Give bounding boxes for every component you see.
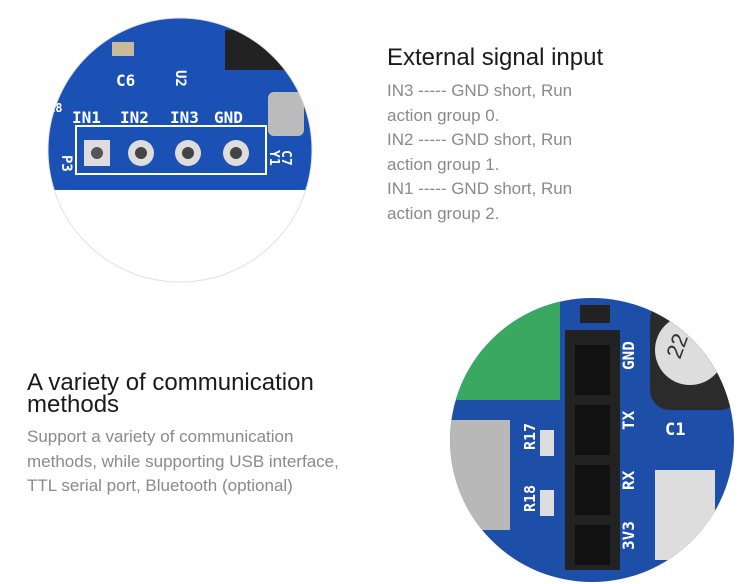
label-in3: IN3 (170, 108, 199, 127)
label-c1: C1 (665, 420, 685, 440)
label-rx: RX (619, 470, 638, 490)
title-line: methods (27, 391, 120, 418)
body-line: TTL serial port, Bluetooth (optional) (27, 476, 293, 495)
label-tx: TX (619, 410, 638, 430)
label-u2: U2 (172, 70, 188, 87)
body-line: action group 1. (387, 154, 500, 174)
body-line: Support a variety of communication (27, 427, 294, 446)
pcb-photo-signal-input: IN1 IN2 IN3 GND C6 U2 P3 C7 Y1 R8 (48, 18, 312, 282)
label-gnd: GND (214, 108, 243, 127)
body-line: methods, while supporting USB interface, (27, 451, 339, 471)
label-in2: IN2 (120, 108, 149, 127)
label-c7: C7 (278, 150, 293, 166)
body-line: action group 2. (387, 203, 500, 223)
body-line: IN2 ----- GND short, Run (387, 130, 573, 149)
section-body-communication: Support a variety of communication metho… (27, 425, 339, 499)
label-in1: IN1 (72, 108, 101, 127)
pcb-photo-communication: GND TX RX 3V3 C1 R17 R18 22 (450, 298, 734, 582)
label-c6: C6 (116, 71, 135, 90)
label-p3: P3 (58, 155, 74, 172)
section-title-signal-input: External signal input (387, 44, 604, 71)
body-line: IN1 ----- GND short, Run (387, 179, 573, 198)
section-body-signal-input: IN3 ----- GND short, Run action group 0.… (387, 79, 572, 226)
label-y1: Y1 (266, 150, 281, 166)
label-3v3: 3V3 (619, 521, 638, 550)
label-r17: R17 (521, 423, 539, 450)
section-title-communication: A variety of communication methods (27, 369, 314, 418)
label-r18: R18 (521, 485, 539, 512)
body-line: action group 0. (387, 105, 500, 125)
body-line: IN3 ----- GND short, Run (387, 81, 573, 100)
title-line: A variety of communication (27, 369, 314, 396)
label-gnd2: GND (619, 341, 638, 370)
